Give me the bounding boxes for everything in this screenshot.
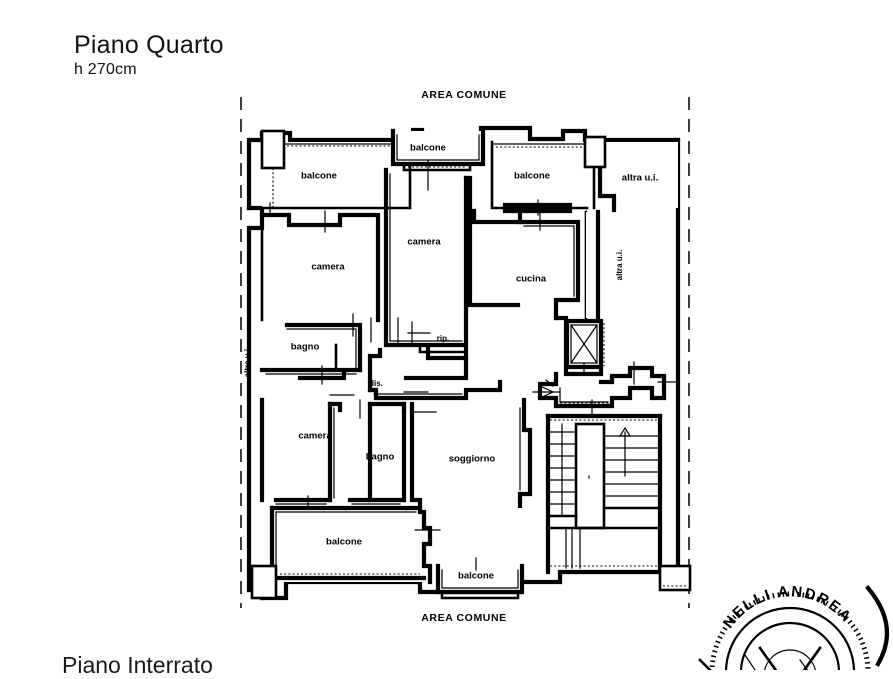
room-bagno-west (259, 343, 363, 385)
room-label-rotated-layer: altra u.i. altra u.i. (243, 250, 624, 378)
room-label-balcone-n: balcone (410, 143, 446, 154)
staircase (545, 413, 663, 575)
room-label-altra-ui-ne: altra u.i. (622, 173, 658, 184)
room-label-bagno-s: bagno (366, 452, 395, 463)
page-title: Piano Quarto (74, 31, 224, 59)
room-cucina (471, 205, 601, 321)
room-label-cucina: cucina (516, 274, 547, 285)
room-label-altra-ui-e: altra u.i. (615, 250, 624, 281)
room-label-balcone-s: balcone (458, 571, 494, 582)
room-label-camera-sw: camera (298, 431, 332, 442)
balcony-south-center (435, 557, 525, 600)
landing-area (532, 315, 677, 415)
room-label-ripostiglio: rip. (437, 334, 449, 343)
room-label-balcone-sw: balcone (326, 537, 362, 548)
room-label-soggiorno: soggiorno (449, 454, 496, 465)
room-label-camera-n: camera (407, 237, 441, 248)
balcony-north-center (390, 128, 486, 191)
stair-up-arrow (618, 426, 632, 477)
room-camera-north-west (259, 210, 381, 373)
room-camera-south-west (259, 397, 361, 513)
property-boundary-dashed (240, 97, 690, 608)
room-label-balcone-ne: balcone (514, 171, 550, 182)
room-label-camera-nw: camera (311, 262, 345, 273)
room-camera-north (383, 167, 521, 354)
title-block: Piano Quarto h 270cm (74, 32, 224, 79)
balcony-north-east (490, 140, 589, 216)
room-label-altra-ui-w: altra u.i. (243, 347, 252, 378)
room-disimpegno (329, 347, 503, 413)
room-label-layer: balcone balcone balcone altra u.i. camera cam… (291, 143, 658, 582)
area-label-bottom: AREA COMUNE (421, 612, 507, 624)
room-label-bagno-w: bagno (291, 342, 320, 353)
room-ripostiglio (403, 332, 469, 381)
ceiling-height-note: h 270cm (74, 61, 137, 79)
room-label-balcone-nw: balcone (301, 171, 337, 182)
elevator-shaft (564, 318, 605, 375)
room-label-disimpegno: dis. (369, 379, 383, 388)
service-room-south-east (658, 564, 692, 592)
unit-north-east-other (583, 135, 678, 213)
room-bagno-south (347, 401, 407, 505)
surveyor-stamp: NELLI ANDREA (698, 583, 890, 670)
area-label-top: AREA COMUNE (421, 89, 507, 101)
next-sheet-title: Piano Interrato (62, 652, 213, 678)
